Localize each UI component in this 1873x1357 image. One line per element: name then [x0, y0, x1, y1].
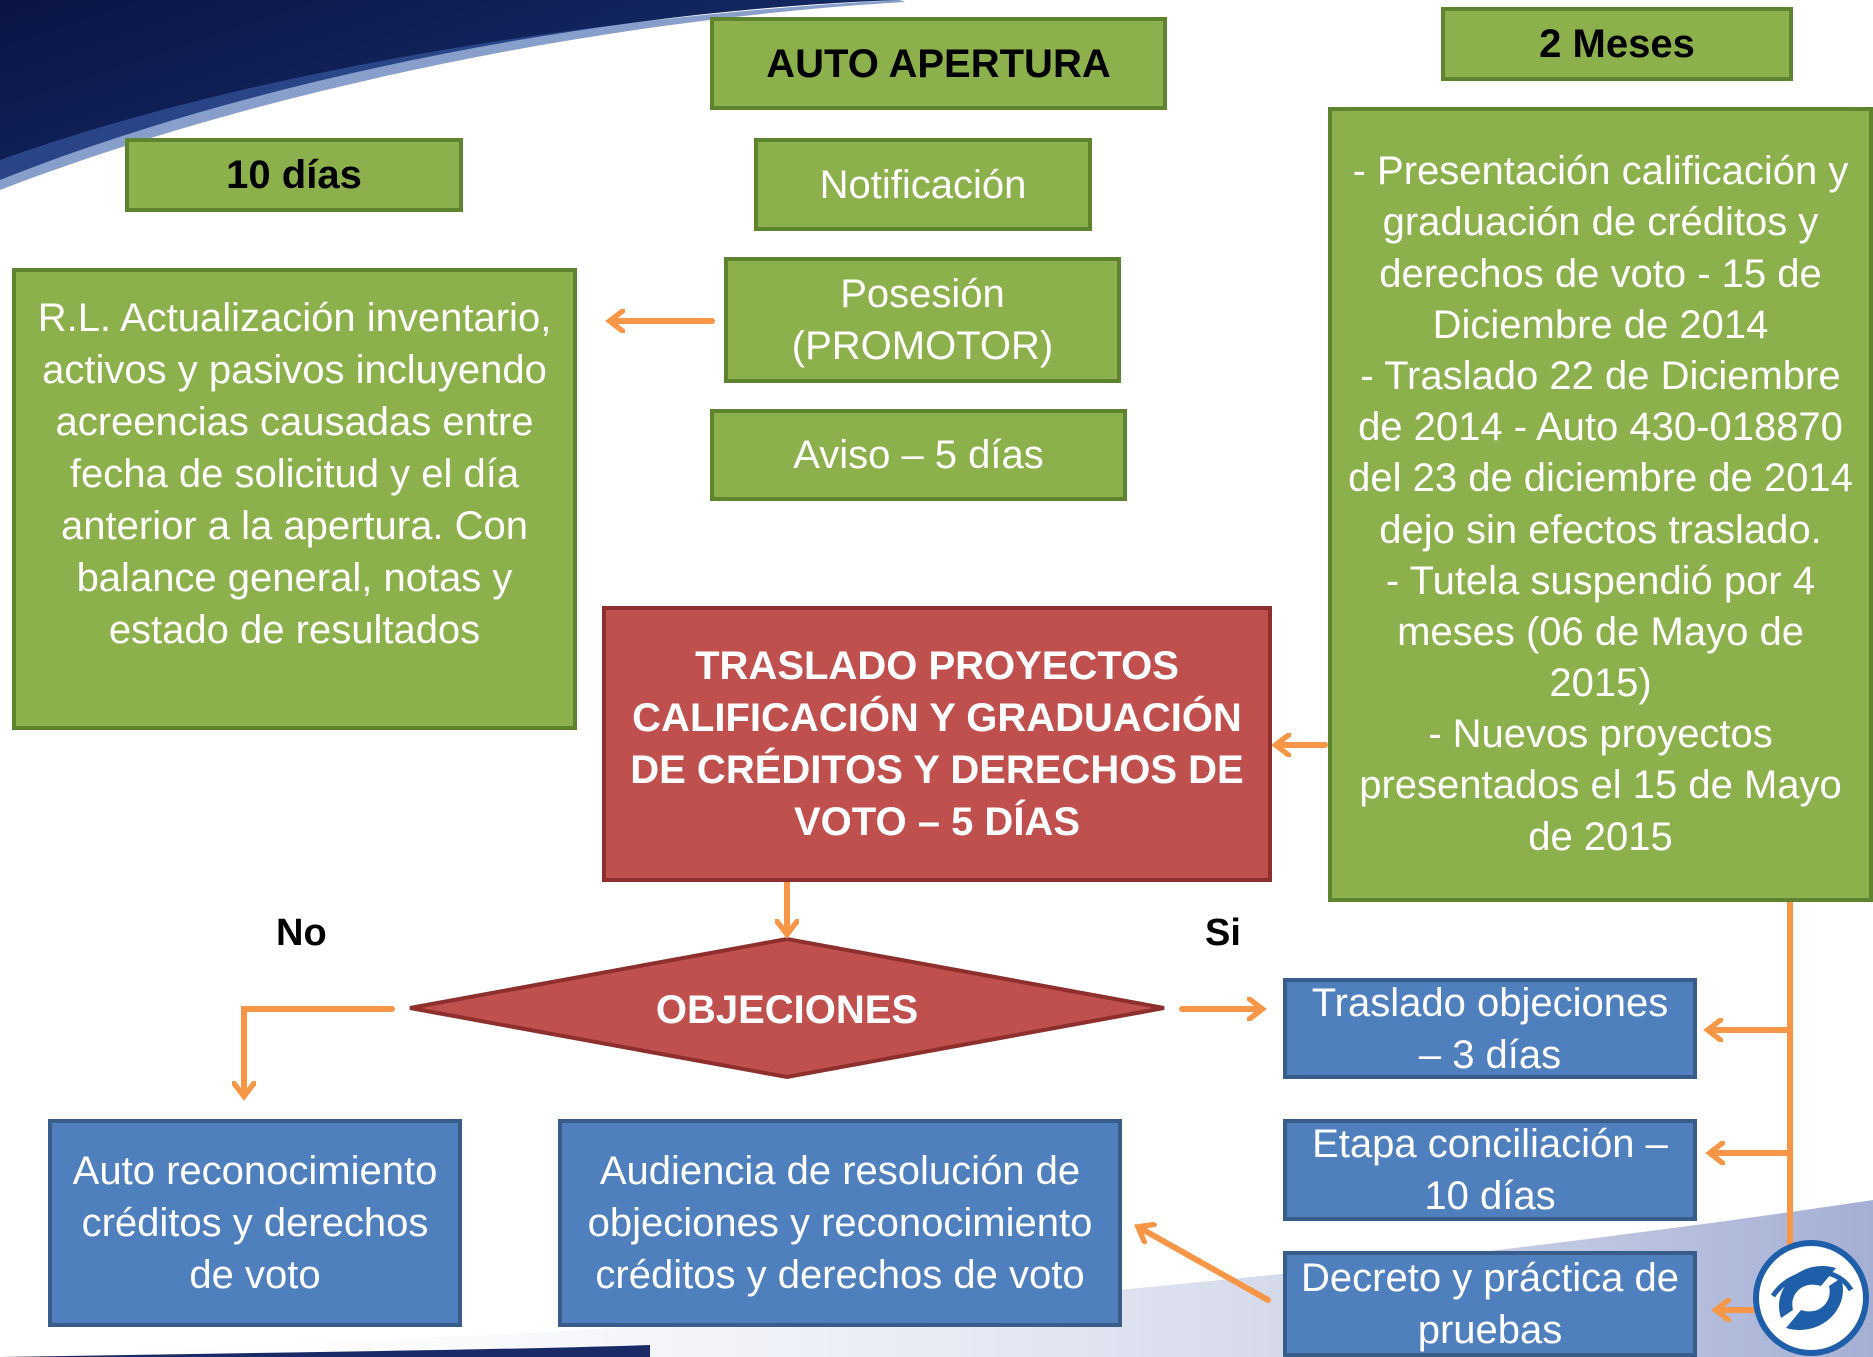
traslado-proyectos-box: TRASLADO PROYECTOS CALIFICACIÓN Y GRADUA… — [602, 606, 1272, 882]
traslado-objeciones-label: Traslado objeciones – 3 días — [1311, 980, 1669, 1077]
auto-apertura-label: AUTO APERTURA — [766, 41, 1111, 86]
audiencia-box: Audiencia de resolución de objeciones y … — [558, 1119, 1122, 1327]
arrow-no-branch — [244, 1006, 395, 1094]
auto-apertura-box: AUTO APERTURA — [710, 17, 1167, 110]
dos-meses-box: 2 Meses — [1441, 7, 1793, 81]
supersociedades-logo-icon — [1753, 1240, 1869, 1356]
decreto-pruebas-label: Decreto y práctica de pruebas — [1301, 1256, 1679, 1352]
etapa-conciliacion-label: Etapa conciliación – 10 días — [1312, 1122, 1668, 1218]
notificacion-label: Notificación — [819, 162, 1027, 207]
objeciones-label-wrap: OBJECIONES — [560, 975, 1014, 1045]
dos-meses-label: 2 Meses — [1539, 22, 1695, 66]
si-label: Si — [1205, 912, 1241, 954]
presentacion-label: - Presentación calificación y graduación… — [1348, 149, 1853, 859]
arrow-decreto-to-audiencia — [1140, 1228, 1271, 1303]
header-swoosh — [0, 0, 900, 180]
diez-dias-label: 10 días — [226, 153, 362, 197]
traslado-objeciones-box: Traslado objeciones – 3 días — [1283, 978, 1697, 1079]
objeciones-label: OBJECIONES — [655, 988, 919, 1032]
etapa-conciliacion-box: Etapa conciliación – 10 días — [1283, 1119, 1697, 1221]
diez-dias-box: 10 días — [125, 138, 463, 212]
decreto-pruebas-box: Decreto y práctica de pruebas — [1283, 1251, 1697, 1357]
aviso-label: Aviso – 5 días — [793, 433, 1044, 477]
notificacion-box: Notificación — [754, 138, 1092, 231]
rl-actualizacion-label: R.L. Actualización inventario, activos y… — [37, 296, 552, 652]
footer-swoosh-band — [0, 1345, 650, 1357]
audiencia-label: Audiencia de resolución de objeciones y … — [587, 1149, 1093, 1297]
posesion-label: Posesión (PROMOTOR) — [791, 272, 1054, 368]
posesion-box: Posesión (PROMOTOR) — [724, 257, 1121, 383]
presentacion-box: - Presentación calificación y graduación… — [1328, 107, 1873, 902]
rl-actualizacion-box: R.L. Actualización inventario, activos y… — [12, 268, 577, 730]
no-label: No — [276, 912, 327, 954]
aviso-box: Aviso – 5 días — [710, 409, 1127, 501]
auto-reconocimiento-box: Auto reconocimiento créditos y derechos … — [48, 1119, 462, 1327]
arrows — [244, 321, 1793, 1310]
objeciones-diamond — [409, 936, 1165, 1080]
auto-reconocimiento-label: Auto reconocimiento créditos y derechos … — [72, 1149, 438, 1297]
traslado-proyectos-label: TRASLADO PROYECTOS CALIFICACIÓN Y GRADUA… — [630, 644, 1244, 844]
